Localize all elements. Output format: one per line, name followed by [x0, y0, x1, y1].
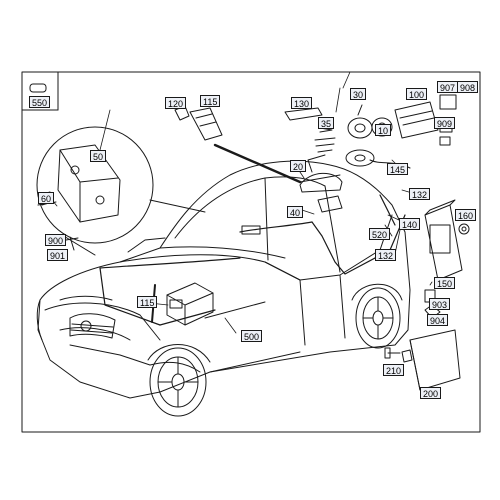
callout-909: 909 — [434, 117, 456, 129]
callout-210: 210 — [383, 364, 405, 376]
callout-120: 120 — [165, 97, 187, 109]
callout-200: 200 — [420, 387, 442, 399]
module-150 — [424, 199, 463, 281]
callout-550: 550 — [29, 96, 51, 108]
cd-radio-100 — [394, 101, 439, 139]
callout-132-top: 132 — [409, 188, 431, 200]
callout-35: 35 — [318, 117, 335, 129]
grille — [69, 313, 116, 339]
callout-115-top: 115 — [200, 95, 221, 107]
diagram-frame — [21, 71, 481, 433]
rear-wheel — [351, 283, 403, 349]
callout-50: 50 — [90, 150, 107, 162]
magnifier-circle — [36, 126, 154, 244]
callout-145: 145 — [387, 163, 409, 175]
callout-20: 20 — [290, 160, 307, 172]
callout-10: 10 — [375, 124, 392, 136]
callout-160: 160 — [455, 209, 477, 221]
callout-908: 908 — [457, 81, 479, 93]
callout-903: 903 — [429, 298, 451, 310]
module-50-drawing — [57, 144, 121, 223]
antenna-amplifier-20 — [299, 154, 343, 193]
callout-907: 907 — [437, 81, 459, 93]
callout-140: 140 — [399, 218, 421, 230]
leader-lines — [51, 71, 433, 334]
callout-150: 150 — [434, 277, 456, 289]
callout-132-mid: 132 — [375, 249, 397, 261]
callout-904: 904 — [427, 314, 449, 326]
callout-500: 500 — [241, 330, 263, 342]
part-120-drawing — [174, 105, 223, 141]
callout-30: 30 — [350, 88, 367, 100]
callout-100: 100 — [406, 88, 428, 100]
callout-900: 900 — [45, 234, 67, 246]
car-outline — [37, 160, 411, 399]
callout-130: 130 — [291, 97, 313, 109]
callout-901: 901 — [47, 249, 69, 261]
wiring-harness — [99, 194, 406, 326]
radio-unit — [166, 282, 214, 326]
callout-115-radio: 115 — [137, 296, 158, 308]
front-wheel — [147, 344, 211, 417]
callout-520: 520 — [369, 228, 391, 240]
module-200 — [401, 329, 461, 391]
callout-60: 60 — [38, 192, 55, 204]
callout-40: 40 — [287, 206, 304, 218]
